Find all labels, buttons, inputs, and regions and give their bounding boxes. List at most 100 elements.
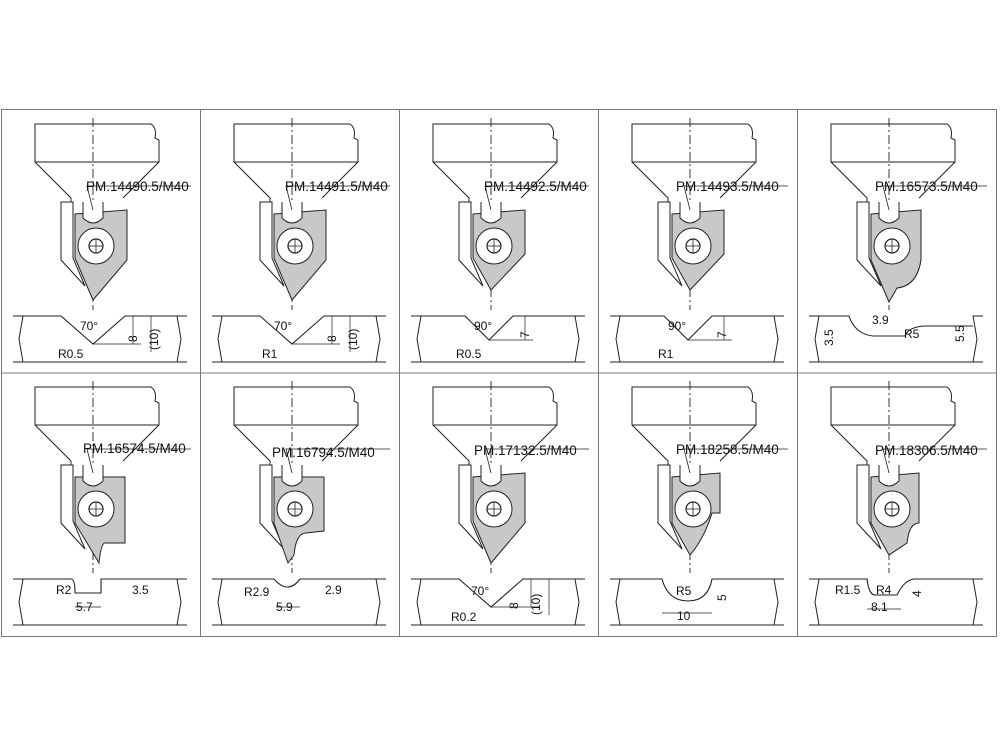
dim-label: 5.5: [953, 325, 967, 342]
break-line: [610, 579, 620, 625]
tool-code-label: PM.14491.5/M40: [285, 179, 388, 194]
break-line: [376, 316, 386, 362]
label-leader: [684, 186, 788, 210]
cutter-head: [831, 124, 955, 162]
label-leader: [883, 449, 987, 473]
label-leader: [485, 449, 589, 473]
dim-label: 4: [910, 590, 924, 597]
cutter-head: [632, 124, 756, 162]
break-line: [973, 316, 983, 362]
dim-label: 8: [325, 335, 339, 342]
dim-label: (10): [147, 329, 161, 350]
tool-cell: PM.16573.5/M40 3.9 3.5 R5 5.5: [809, 118, 987, 362]
label-leader: [87, 186, 191, 210]
dim-label: (10): [346, 329, 360, 350]
clamp-slot: [83, 465, 103, 486]
break-line: [575, 579, 585, 625]
tool-cell: PM.18306.5/M40 R1.5 R4 4 8.1: [809, 381, 987, 625]
tool-cell: PM.16794.5/M40 R2.9 2.9 5.9: [212, 381, 390, 625]
tool-code-label: PM.18306.5/M40: [875, 443, 978, 458]
dim-label: 90°: [474, 319, 492, 333]
break-line: [13, 316, 23, 362]
holder-plate: [61, 465, 85, 549]
holder-plate: [857, 465, 881, 549]
tool-body-drawing: [632, 118, 788, 310]
profile-edge: [421, 579, 575, 607]
holder-plate: [658, 465, 682, 549]
break-line: [809, 316, 819, 362]
clamp-slot: [680, 465, 700, 486]
cutter-head: [35, 387, 159, 425]
break-line: [177, 579, 187, 625]
cutter-head: [831, 387, 955, 425]
label-leader: [684, 449, 788, 473]
profile-drawing: [13, 316, 187, 362]
break-line: [177, 316, 187, 362]
dim-label: R2.9: [244, 585, 270, 599]
profile-drawing: [212, 316, 386, 362]
tool-cell: PM.14493.5/M40 90° R1 7: [610, 118, 788, 362]
dim-label: R2: [56, 583, 72, 597]
cutter-head: [632, 387, 756, 425]
profile-edge: [222, 579, 376, 587]
profile-drawing: [809, 316, 983, 362]
holder-plate: [658, 202, 682, 286]
dim-label: 3.5: [132, 583, 149, 597]
tool-body-drawing: [234, 118, 390, 310]
dim-label: R5: [676, 584, 692, 598]
tool-cell: PM.17132.5/M40 70° R0.2 8 (10): [411, 381, 589, 625]
dim-label: 5.9: [276, 600, 293, 614]
dim-label: R0.5: [58, 347, 84, 361]
tool-body-drawing: [433, 381, 589, 573]
clamp-slot: [481, 202, 501, 223]
holder-plate: [260, 202, 284, 286]
break-line: [411, 316, 421, 362]
tool-cell: PM.14491.5/M40 70° R1 8 (10): [212, 118, 390, 362]
tool-body-drawing: [234, 381, 390, 573]
dim-label: R4: [876, 583, 892, 597]
dim-label: 90°: [668, 319, 686, 333]
clamp-slot: [282, 465, 302, 486]
break-line: [411, 579, 421, 625]
dim-label: 70°: [80, 319, 98, 333]
break-line: [610, 316, 620, 362]
profile-edge: [23, 579, 177, 593]
break-line: [774, 316, 784, 362]
cutter-head: [234, 124, 358, 162]
tool-code-label: PM.14493.5/M40: [676, 179, 779, 194]
dim-label: 8: [507, 602, 521, 609]
dim-label: 7: [715, 331, 729, 338]
break-line: [809, 579, 819, 625]
clamp-slot: [879, 202, 899, 223]
dim-label: 5: [715, 594, 729, 601]
dim-label: 3.5: [822, 329, 836, 346]
label-leader: [286, 449, 390, 473]
dim-label: 5.7: [76, 600, 93, 614]
break-line: [973, 579, 983, 625]
tool-cell: PM.16574.5/M40 R2 3.5 5.7: [13, 381, 191, 625]
cutter-head: [234, 387, 358, 425]
tool-code-label: PM.14492.5/M40: [484, 179, 587, 194]
tool-code-label: PM.18258.5/M40: [676, 442, 779, 457]
clamp-slot: [282, 202, 302, 223]
dim-label: 2.9: [325, 583, 342, 597]
dim-label: R5: [904, 327, 920, 341]
profile-edge: [819, 316, 973, 336]
tool-body-drawing: [35, 381, 191, 573]
dim-label: R1: [262, 347, 278, 361]
label-leader: [485, 186, 589, 210]
clamp-slot: [481, 465, 501, 486]
profile-edge: [222, 316, 376, 344]
dim-label: R0.5: [456, 347, 482, 361]
tool-code-label: PM.17132.5/M40: [474, 443, 577, 458]
cutter-head: [433, 387, 557, 425]
tool-body-drawing: [632, 381, 788, 573]
break-line: [212, 316, 222, 362]
clamp-slot: [680, 202, 700, 223]
profile-edge: [421, 316, 575, 340]
holder-plate: [61, 202, 85, 286]
dim-label: 8.1: [871, 600, 888, 614]
profile-edge: [620, 316, 774, 340]
dim-label: (10): [529, 594, 543, 615]
